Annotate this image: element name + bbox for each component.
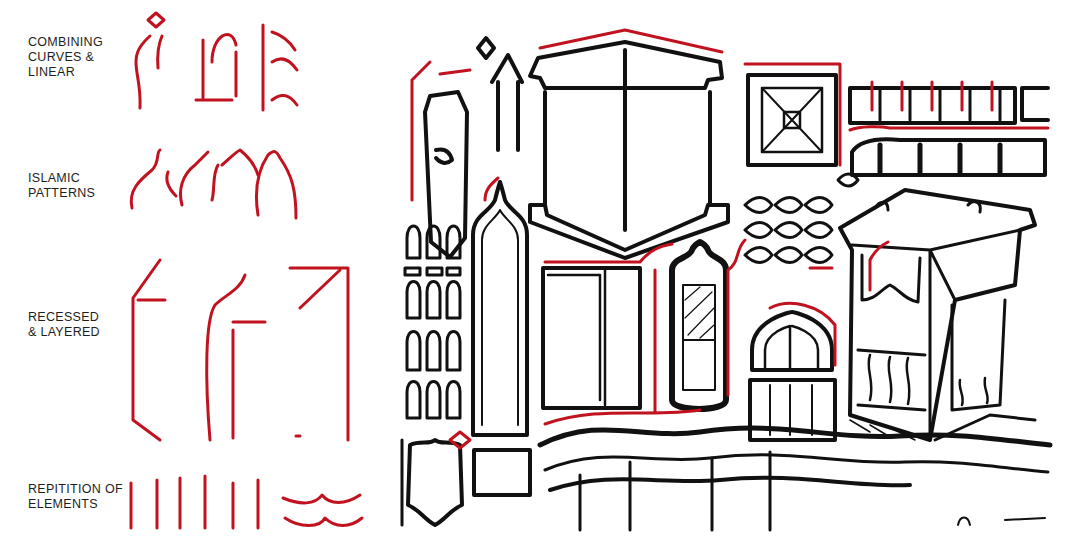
label-wrap: REPITITION OF ELEMENTS <box>28 482 124 512</box>
category-label: COMBINING CURVES & LINEAR <box>28 35 116 80</box>
category-label: RECESSED & LAYERED <box>28 310 102 340</box>
label-wrap: COMBINING CURVES & LINEAR <box>28 35 116 80</box>
category-label: REPITITION OF ELEMENTS <box>28 482 124 512</box>
label-wrap: ISLAMIC PATTERNS <box>28 171 116 201</box>
label-wrap: RECESSED & LAYERED <box>28 310 102 340</box>
category-label: ISLAMIC PATTERNS <box>28 171 116 201</box>
